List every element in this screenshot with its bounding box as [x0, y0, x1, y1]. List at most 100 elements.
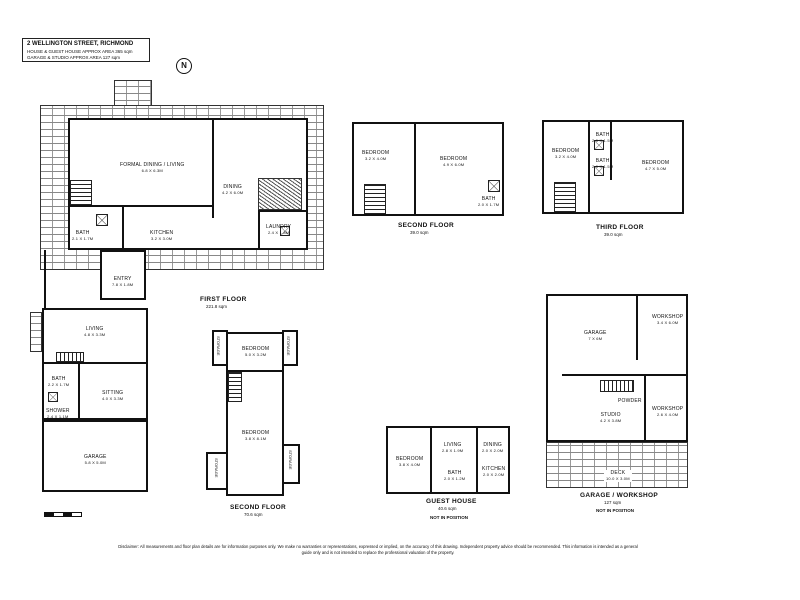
sfb-walls: [226, 332, 284, 496]
gw-note: NOT IN POSITION: [596, 508, 635, 513]
garden-bed: [258, 178, 302, 210]
gw-walls: [546, 294, 688, 442]
sfb-area: 70.6 sqm: [244, 512, 263, 517]
tf-shower-2: [594, 166, 604, 176]
first-floor-area: 221.8 sqm: [206, 304, 228, 309]
address-box: 2 WELLINGTON STREET, RICHMOND HOUSE & GU…: [22, 38, 150, 62]
sfb-staircase: [228, 372, 242, 402]
sfa-area: 39.0 sqm: [410, 230, 429, 235]
gw-divider-v2: [644, 376, 646, 442]
sfb-storage-label-2: STORAGE: [286, 336, 291, 356]
sfb-storage-label-1: STORAGE: [216, 336, 221, 356]
wall-laundry: [258, 210, 308, 212]
area-line-2: GARAGE & STUDIO APPROX AREA 127 sqm: [27, 55, 121, 60]
north-label: N: [181, 61, 187, 70]
gw-divider-h: [562, 374, 688, 376]
sfb-divider: [226, 370, 284, 372]
side-wall-left: [44, 250, 46, 310]
gh-divider: [430, 426, 432, 494]
entry-walls: [100, 250, 146, 300]
wall-bath-divider: [122, 205, 124, 250]
main-staircase: [70, 180, 92, 205]
area-line-1: HOUSE & GUEST HOUSE APPROX AREA 365 sqm: [27, 49, 133, 54]
sfa-staircase: [364, 184, 386, 214]
sfa-shower: [488, 180, 500, 192]
first-floor-title: FIRST FLOOR: [200, 296, 247, 303]
gw-divider-v: [636, 294, 638, 360]
living-wing-walls: [42, 308, 148, 420]
gh-area: 40.6 sqm: [438, 506, 457, 511]
gw-room-powder: POWDER: [618, 398, 642, 404]
main-house-walls: [68, 118, 308, 250]
tf-staircase: [554, 182, 576, 212]
shower-tray: [48, 392, 58, 402]
wall-kitchen-top: [68, 205, 212, 207]
living-staircase: [56, 352, 84, 362]
sfa-divider: [414, 122, 416, 216]
sfb-storage-right-top: [282, 330, 298, 366]
sfb-storage-right-bottom: [282, 444, 300, 484]
gw-title: GARAGE / WORKSHOP: [580, 492, 659, 499]
tf-title: THIRD FLOOR: [596, 224, 644, 231]
disclaimer-text: Disclaimer: All measurements and floor p…: [118, 544, 638, 555]
side-paving: [30, 312, 42, 352]
garage-walls: [42, 420, 148, 492]
sfb-storage-label-4: STORAGE: [288, 450, 293, 470]
gh-divider-2: [476, 426, 478, 494]
bath-vanity: [96, 214, 108, 226]
sfb-storage-left-bottom: [206, 452, 228, 490]
tf-shower: [594, 140, 604, 150]
tf-divider-2: [610, 120, 612, 180]
north-arrow-icon: N: [176, 58, 192, 74]
top-paving: [114, 80, 152, 108]
wall-bath-sitting: [78, 362, 80, 420]
gw-area: 127 sqm: [604, 500, 622, 505]
tf-divider: [588, 120, 590, 214]
sfb-storage-left-top: [212, 330, 228, 366]
gh-note: NOT IN POSITION: [430, 515, 469, 520]
wall-laundry-side: [258, 210, 260, 250]
laundry-tub: [280, 226, 290, 236]
scale-bar: [44, 512, 82, 517]
wall-dining-divider: [212, 118, 214, 218]
gh-title: GUEST HOUSE: [426, 498, 477, 505]
tf-area: 39.0 sqm: [604, 232, 623, 237]
sfb-storage-label-3: STORAGE: [214, 458, 219, 478]
gw-deck: [546, 442, 688, 488]
gw-staircase: [600, 380, 634, 392]
address-text: 2 WELLINGTON STREET, RICHMOND: [27, 41, 134, 47]
gh-walls: [386, 426, 510, 494]
sfa-title: SECOND FLOOR: [398, 222, 454, 229]
sfb-title: SECOND FLOOR: [230, 504, 286, 511]
